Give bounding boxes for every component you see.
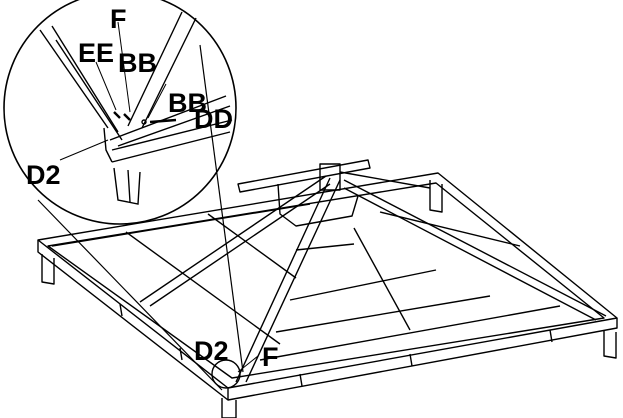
leg-right: [603, 330, 617, 359]
detail-bolt-bb-left: [123, 113, 131, 121]
detail-corner-bracket: [103, 127, 113, 163]
connector-line-left: [37, 199, 223, 391]
label-bb-right: BB: [168, 88, 207, 118]
crossbar-1: [51, 203, 311, 247]
detail-contents: [39, 11, 233, 205]
frame-side-thickness: [37, 240, 618, 401]
label-bb-left: BB: [118, 48, 157, 78]
leg-back: [429, 180, 443, 213]
rafter-right-edge: [343, 187, 597, 321]
rafter-right: [343, 179, 607, 317]
detail-rafter-right: [141, 17, 197, 129]
label-f-top: F: [110, 4, 127, 34]
leg-left: [41, 254, 55, 285]
rafter-left-edge: [149, 183, 331, 307]
detail-callout: [3, 0, 244, 391]
roof-frame: [37, 159, 618, 418]
seam-mark-1: [299, 373, 303, 387]
seam-mark-5: [179, 347, 183, 361]
detail-rafter-left: [127, 11, 183, 127]
detail-rail-left-inner: [51, 25, 119, 133]
label-f-main: F: [262, 342, 279, 372]
detail-rail-right-bottom: [111, 131, 231, 163]
leader-ee: [95, 61, 117, 111]
detail-post-edge: [127, 169, 131, 203]
label-dd: DD: [194, 104, 233, 134]
detail-nut: [141, 119, 147, 125]
detail-screw-dd: [149, 118, 177, 124]
crossbar-6: [259, 305, 561, 361]
vent-hub: [319, 163, 341, 191]
leader-f: [117, 21, 131, 113]
detail-bolt-ee: [113, 111, 121, 119]
seam-mark-2: [409, 353, 413, 367]
crossbar-4: [289, 269, 437, 301]
detail-rail-left-outer: [39, 29, 109, 129]
leader-f-main: [237, 355, 259, 373]
crossbar-9: [295, 243, 355, 251]
rafter-front: [235, 177, 331, 383]
connector-line-right: [199, 44, 244, 373]
rafter-left: [139, 175, 327, 303]
detail-rail-right-edge: [111, 119, 233, 151]
label-d2-main: D2: [194, 336, 229, 366]
label-ee: EE: [78, 38, 114, 68]
detail-post: [113, 167, 141, 205]
vent-frame-top: [237, 159, 371, 193]
rafter-front-edge: [245, 179, 341, 383]
leader-bb-right: [147, 83, 167, 119]
detail-circle: [3, 0, 237, 225]
crossbar-5: [275, 295, 491, 333]
crossbar-2: [125, 231, 281, 345]
detail-rail-right-inner: [117, 105, 231, 147]
seam-mark-4: [119, 303, 123, 317]
leg-front: [221, 398, 237, 418]
corner-detail-marker: [211, 359, 241, 389]
detail-rail-left-edge: [55, 39, 123, 141]
detail-rail-right-outer: [109, 95, 227, 141]
crossbar-7: [353, 227, 411, 331]
label-d2-detail: D2: [26, 160, 61, 190]
vent-frame-box: [277, 183, 359, 227]
crossbar-8: [379, 211, 521, 247]
seam-mark-3: [549, 329, 553, 343]
crossbar-3: [207, 213, 297, 279]
leader-d2-detail: [59, 139, 109, 161]
rafter-back: [339, 171, 431, 189]
